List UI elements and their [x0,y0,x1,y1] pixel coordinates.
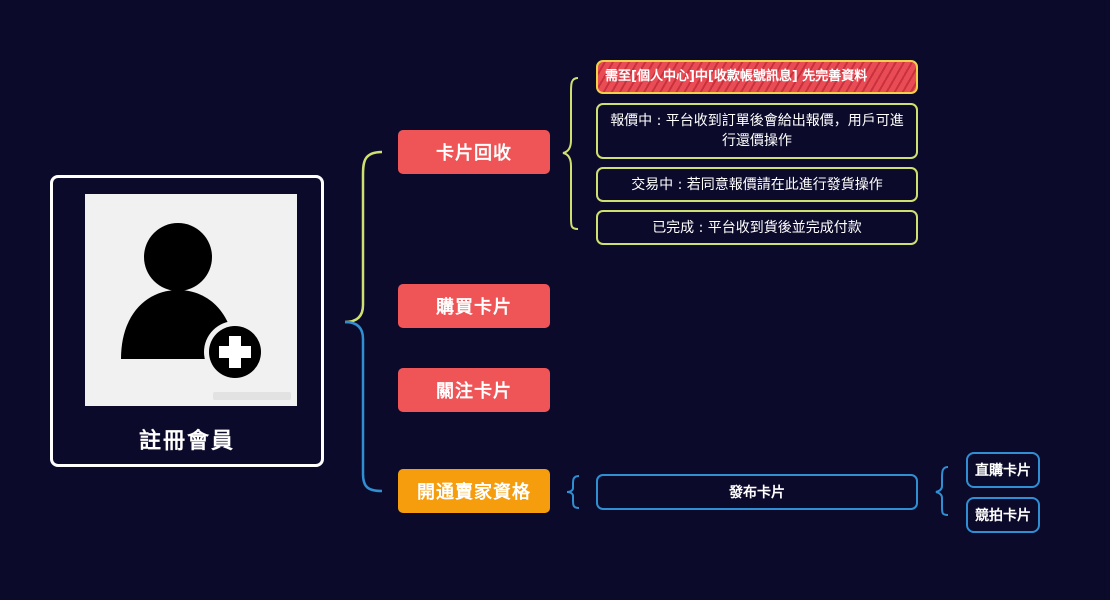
node-publish-card[interactable]: 發布卡片 [596,474,918,510]
recycle-brace [562,77,579,230]
note-trading: 交易中 : 若同意報價請在此進行發貨操作 [596,167,918,202]
node-direct-buy-card[interactable]: 直購卡片 [966,452,1040,488]
branch-card-recycle[interactable]: 卡片回收 [398,130,550,174]
root-label: 註冊會員 [138,429,235,454]
seller-brace [566,475,580,509]
main-brace-lower [344,320,383,493]
branch-seller-qualification[interactable]: 開通賣家資格 [398,469,550,513]
main-brace-upper [344,150,383,324]
add-user-icon [85,194,297,406]
root-node: 註冊會員 [50,175,324,467]
node-auction-card[interactable]: 競拍卡片 [966,497,1040,533]
card-type-brace [935,466,949,516]
note-completed: 已完成 : 平台收到貨後並完成付款 [596,210,918,245]
branch-buy-card[interactable]: 購買卡片 [398,284,550,328]
note-quoting: 報價中 : 平台收到訂單後會給出報價，用戶可進行還價操作 [596,103,918,159]
branch-follow-card[interactable]: 關注卡片 [398,368,550,412]
note-complete-profile: 需至[個人中心]中[收款帳號訊息] 先完善資料 [596,60,918,94]
